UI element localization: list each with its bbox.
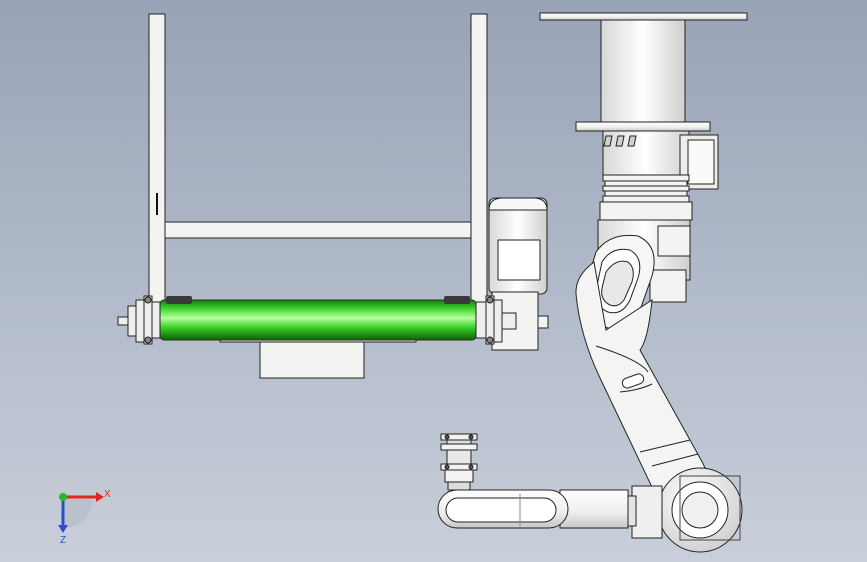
robot-arm: [437, 12, 748, 553]
conveyor-frame: [148, 13, 488, 379]
roller-bearing-left: [117, 295, 161, 345]
axis-z-label: Z: [60, 535, 66, 546]
frame-crossbar: [164, 221, 472, 239]
roller-bearing-right: [475, 295, 517, 345]
conveyor-roller: [159, 296, 477, 341]
robot-end-effector: [440, 433, 478, 491]
robot-base-column: [600, 19, 686, 125]
frame-right-post: [470, 13, 488, 317]
robot-ribbed-joint: [599, 174, 693, 221]
robot-mount-plate: [539, 12, 748, 21]
coordinate-triad-icon: X Z: [58, 489, 111, 546]
axis-x-label: X: [104, 489, 111, 500]
robot-forearm: [559, 489, 629, 529]
frame-bottom-plate: [259, 339, 365, 379]
robot-j1-housing: [602, 130, 690, 176]
frame-left-post: [148, 13, 166, 317]
